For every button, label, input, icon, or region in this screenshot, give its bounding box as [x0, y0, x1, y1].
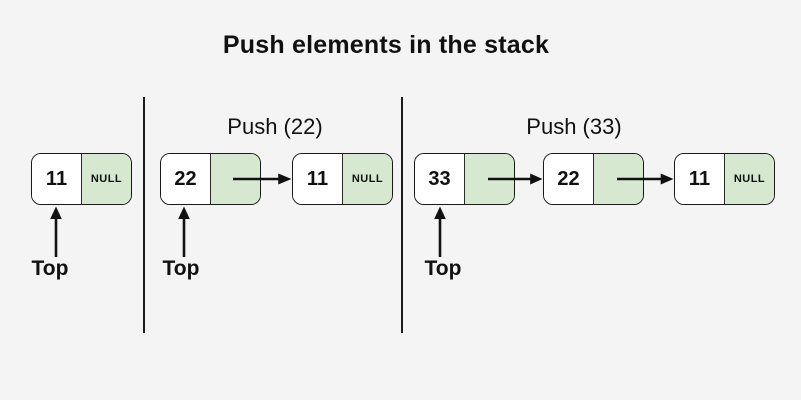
next-pointer-arrow	[233, 173, 292, 185]
next-pointer-arrow	[617, 173, 674, 185]
diagram-title: Push elements in the stack	[222, 31, 550, 59]
top-label: Top	[424, 257, 462, 280]
list-node-11: 11 NULL	[292, 153, 393, 205]
node-value: 11	[675, 154, 724, 204]
next-pointer-arrow	[488, 173, 543, 185]
list-node-11: 11 NULL	[674, 153, 775, 205]
top-pointer-arrow	[434, 206, 446, 257]
node-pointer: NULL	[724, 154, 774, 204]
node-value: 33	[415, 154, 464, 204]
list-node-11: 11 NULL	[31, 153, 132, 205]
top-label: Top	[162, 257, 200, 280]
node-pointer: NULL	[342, 154, 392, 204]
push-33-label: Push (33)	[526, 114, 622, 139]
node-value: 11	[293, 154, 342, 204]
node-value: 22	[161, 154, 210, 204]
top-pointer-arrow	[50, 206, 62, 257]
top-label: Top	[31, 257, 69, 280]
top-pointer-arrow	[178, 206, 190, 257]
push-22-label: Push (22)	[227, 114, 323, 139]
node-pointer: NULL	[81, 154, 131, 204]
node-value: 22	[544, 154, 593, 204]
section-divider	[143, 97, 145, 333]
node-value: 11	[32, 154, 81, 204]
section-divider	[401, 97, 403, 333]
